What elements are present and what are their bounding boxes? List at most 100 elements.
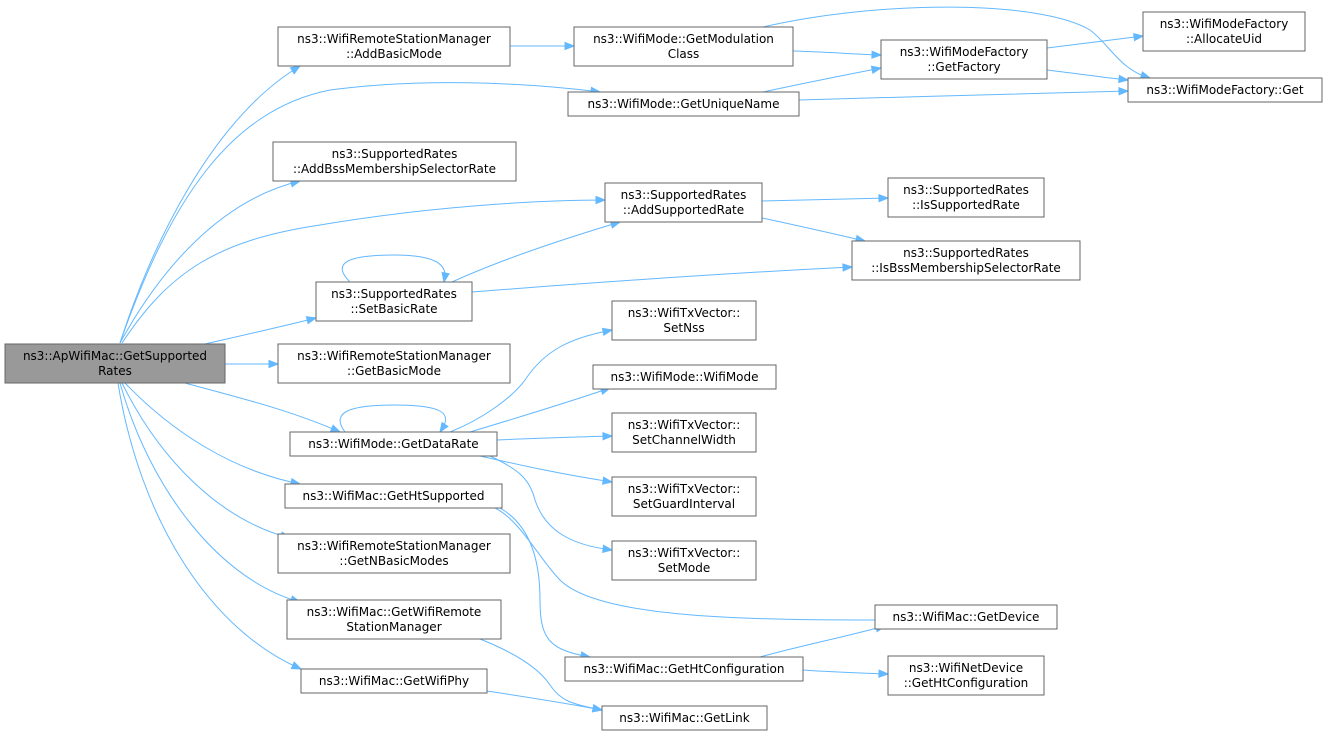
node-isSupportedRate[interactable]: ns3::SupportedRates::IsSupportedRate: [887, 177, 1045, 218]
edge-root-to-setBasicRate: [204, 317, 317, 345]
node-label: SetGuardInterval: [633, 497, 735, 511]
node-getLink[interactable]: ns3::WifiMac::GetLink: [601, 705, 768, 731]
node-getWifiRsm[interactable]: ns3::WifiMac::GetWifiRemoteStationManage…: [286, 599, 502, 640]
node-box: [1142, 11, 1306, 52]
edge-getDataRate-to-wifiMode: [469, 387, 611, 433]
arrowhead-factoryGet: [1118, 74, 1130, 84]
arrowhead-setNss: [601, 327, 614, 337]
edge-getModulationClass-to-getFactory: [792, 50, 882, 56]
edge-root-to-addBasicMode: [119, 65, 301, 344]
node-box: [611, 540, 757, 581]
node-addBasicMode[interactable]: ns3::WifiRemoteStationManager::AddBasicM…: [277, 26, 511, 67]
node-getDataRate[interactable]: ns3::WifiMode::GetDataRate: [289, 431, 498, 457]
node-box: [1127, 77, 1323, 103]
node-getHtSupported[interactable]: ns3::WifiMac::GetHtSupported: [284, 483, 503, 509]
edges: [117, 6, 1152, 713]
arrowhead-addSupportedRate: [595, 195, 607, 205]
edge-root-to-getNBasicModes: [121, 382, 291, 539]
node-box: [284, 483, 503, 509]
node-netDevGetHtConfig[interactable]: ns3::WifiNetDevice::GetHtConfiguration: [887, 655, 1045, 696]
arrowhead-setMode: [602, 544, 614, 553]
node-setChannelWidth[interactable]: ns3::WifiTxVector::SetChannelWidth: [611, 412, 757, 453]
arrowhead-getDataRate: [329, 424, 342, 433]
edge-getDataRate-to-setGuardInterval: [479, 455, 613, 483]
node-label: ns3::SupportedRates: [903, 246, 1029, 260]
node-label: ns3::SupportedRates: [621, 188, 747, 202]
edge-getHtConfiguration-to-netDevGetHtConfig: [802, 669, 889, 675]
node-getWifiPhy[interactable]: ns3::WifiMac::GetWifiPhy: [300, 668, 488, 694]
node-allocateUid[interactable]: ns3::WifiModeFactory::AllocateUid: [1142, 11, 1306, 52]
edge-getDataRate-to-getDataRate: [339, 404, 446, 433]
node-label: ns3::WifiMode::GetUniqueName: [588, 97, 780, 111]
node-label: ns3::WifiTxVector::: [628, 546, 741, 560]
edge-setBasicRate-to-isBssSel: [471, 266, 853, 293]
node-getFactory[interactable]: ns3::WifiModeFactory::GetFactory: [880, 39, 1048, 80]
node-label: ns3::ApWifiMac::GetSupported: [23, 349, 207, 363]
edge-root-to-getWifiRsm: [119, 382, 301, 603]
arrowhead-getModulationClass: [564, 41, 576, 51]
node-addSupportedRate[interactable]: ns3::SupportedRates::AddSupportedRate: [604, 182, 763, 223]
node-label: ::AllocateUid: [1186, 32, 1262, 46]
node-label: ::AddBasicMode: [346, 47, 442, 61]
arrowhead-getFactory: [871, 50, 883, 59]
node-box: [611, 300, 757, 341]
node-label: ::IsBssMembershipSelectorRate: [871, 261, 1061, 275]
node-label: ns3::WifiMac::GetWifiPhy: [319, 674, 469, 688]
node-label: ns3::WifiMac::GetDevice: [893, 610, 1040, 624]
node-box: [887, 177, 1045, 218]
node-label: ns3::WifiTxVector::: [628, 418, 741, 432]
node-setGuardInterval[interactable]: ns3::WifiTxVector::SetGuardInterval: [611, 476, 757, 517]
arrowhead-allocateUid: [1133, 32, 1145, 42]
edge-root-to-getDataRate: [184, 382, 341, 433]
node-addBssSel[interactable]: ns3::SupportedRates::AddBssMembershipSel…: [272, 141, 517, 182]
edge-getWifiPhy-to-getLink: [486, 690, 603, 711]
node-label: ::SetBasicRate: [350, 302, 437, 316]
node-label: ::GetFactory: [927, 60, 1000, 74]
edge-root-to-getHtSupported: [124, 382, 301, 485]
node-isBssSel[interactable]: ns3::SupportedRates::IsBssMembershipSele…: [851, 240, 1081, 281]
node-label: ns3::SupportedRates: [332, 147, 458, 161]
node-box: [564, 656, 804, 682]
node-label: ns3::WifiRemoteStationManager: [297, 349, 491, 363]
node-setNss[interactable]: ns3::WifiTxVector::SetNss: [611, 300, 757, 341]
node-label: ::GetBasicMode: [347, 364, 441, 378]
edge-getDataRate-to-setChannelWidth: [496, 435, 613, 441]
node-wifiMode[interactable]: ns3::WifiMode::WifiMode: [592, 364, 777, 390]
edge-addSupportedRate-to-isBssSel: [761, 217, 866, 242]
node-label: ns3::WifiMode::WifiMode: [610, 370, 758, 384]
node-label: ns3::WifiMac::GetLink: [619, 711, 749, 725]
node-getBasicMode[interactable]: ns3::WifiRemoteStationManager::GetBasicM…: [277, 343, 511, 384]
node-label: Rates: [98, 364, 132, 378]
node-label: ns3::WifiTxVector::: [628, 306, 741, 320]
node-label: ns3::WifiModeFactory: [900, 45, 1029, 59]
node-factoryGet[interactable]: ns3::WifiModeFactory::Get: [1127, 77, 1323, 103]
edge-getUniqueName-to-getFactory: [762, 67, 882, 93]
node-box: [601, 705, 768, 731]
node-label: StationManager: [346, 620, 441, 634]
node-label: ns3::WifiTxVector::: [628, 482, 741, 496]
edge-getWifiRsm-to-getLink: [479, 638, 603, 711]
node-getNBasicModes[interactable]: ns3::WifiRemoteStationManager::GetNBasic…: [277, 533, 511, 574]
node-setMode[interactable]: ns3::WifiTxVector::SetMode: [611, 540, 757, 581]
edge-getFactory-to-factoryGet: [1046, 69, 1129, 81]
arrowhead-isSupportedRate: [878, 193, 890, 203]
node-box: [277, 26, 511, 67]
node-getHtConfiguration[interactable]: ns3::WifiMac::GetHtConfiguration: [564, 656, 804, 682]
node-getDevice[interactable]: ns3::WifiMac::GetDevice: [874, 604, 1058, 630]
node-label: ::AddBssMembershipSelectorRate: [293, 162, 496, 176]
edge-root-to-addBssSel: [119, 180, 301, 344]
node-label: ns3::SupportedRates: [331, 287, 457, 301]
node-box: [611, 412, 757, 453]
node-box: [604, 182, 763, 223]
node-setBasicRate[interactable]: ns3::SupportedRates::SetBasicRate: [315, 281, 473, 322]
edge-getHtSupported-to-getDevice: [494, 507, 896, 621]
arrowhead-addBasicMode: [289, 65, 302, 75]
node-label: SetNss: [663, 321, 704, 335]
node-label: ns3::WifiModeFactory: [1160, 17, 1289, 31]
nodes: ns3::ApWifiMac::GetSupportedRatesns3::Wi…: [4, 11, 1323, 731]
node-label: ::IsSupportedRate: [912, 198, 1020, 212]
node-getUniqueName[interactable]: ns3::WifiMode::GetUniqueName: [567, 91, 800, 117]
